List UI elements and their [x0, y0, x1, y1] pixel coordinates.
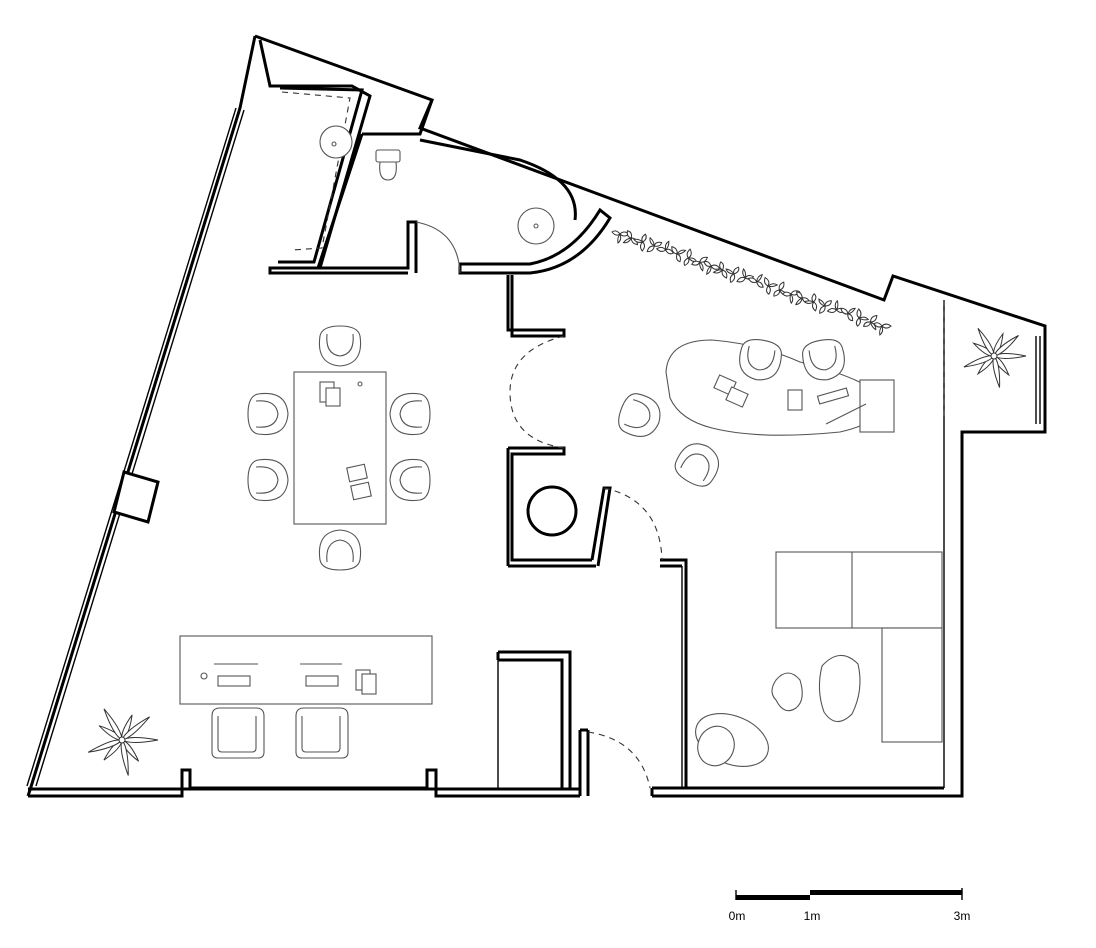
planter-leaf [712, 261, 728, 279]
planter-leaf [840, 307, 856, 322]
plant-icon-southwest [87, 708, 159, 776]
planter-leaf [671, 245, 687, 263]
planter-strip [611, 230, 892, 336]
lounge-chair [695, 713, 769, 767]
meeting-chair-right-2 [389, 458, 431, 502]
planter-leaf [683, 248, 698, 267]
planter-leaf [764, 276, 779, 295]
door-swings [509, 335, 663, 789]
planter-leaf [691, 256, 709, 272]
planter-leaf [646, 236, 663, 253]
planter-leaf [725, 266, 740, 284]
meeting-table [293, 371, 387, 525]
desk-chair-left [211, 707, 265, 759]
planter-leaf [633, 233, 647, 252]
planter-leaf [803, 293, 818, 312]
planter-leaf [736, 267, 755, 283]
scale-label-0: 0m [729, 909, 746, 923]
sofa [775, 551, 943, 743]
service-core [258, 39, 612, 275]
office-chair-1 [739, 338, 782, 381]
meeting-chair-top [318, 325, 362, 367]
facade-column [112, 470, 160, 524]
meeting-chairs [247, 325, 431, 571]
meeting-chair-bottom [318, 529, 362, 571]
office-chair-4 [674, 443, 720, 487]
planter-leaf [826, 299, 846, 314]
meeting-chair-left-2 [247, 458, 289, 502]
planter-leaf [655, 240, 674, 255]
meeting-chair-right-1 [389, 392, 431, 436]
desk-chair-right [295, 707, 349, 759]
side-tables [771, 654, 861, 723]
internal-walls [496, 275, 945, 796]
planter-leaf [703, 260, 721, 275]
shower-basin-icon [319, 125, 353, 159]
office-chair-3 [618, 393, 661, 437]
scale-bar: 0m 1m 3m [729, 888, 971, 923]
toilet-icon [375, 149, 401, 181]
planter-leaf [622, 230, 639, 246]
planter-leaf [873, 322, 892, 336]
planter-leaf [611, 230, 630, 244]
lower-desk [179, 635, 433, 705]
scale-label-1: 1m [804, 909, 821, 923]
executive-desk [665, 339, 895, 436]
plant-icons [87, 327, 1027, 776]
office-chairs [618, 338, 845, 487]
planter-leaf [781, 290, 801, 305]
meeting-chair-left-1 [247, 392, 289, 436]
planter-leaf [855, 308, 870, 327]
basin-icon [517, 207, 555, 245]
plant-icon-balcony [963, 327, 1027, 388]
office-chair-2 [802, 338, 845, 381]
round-column [526, 485, 578, 537]
planter-leaf [747, 273, 764, 288]
scale-label-3: 3m [954, 909, 971, 923]
planter-leaf [818, 298, 832, 314]
